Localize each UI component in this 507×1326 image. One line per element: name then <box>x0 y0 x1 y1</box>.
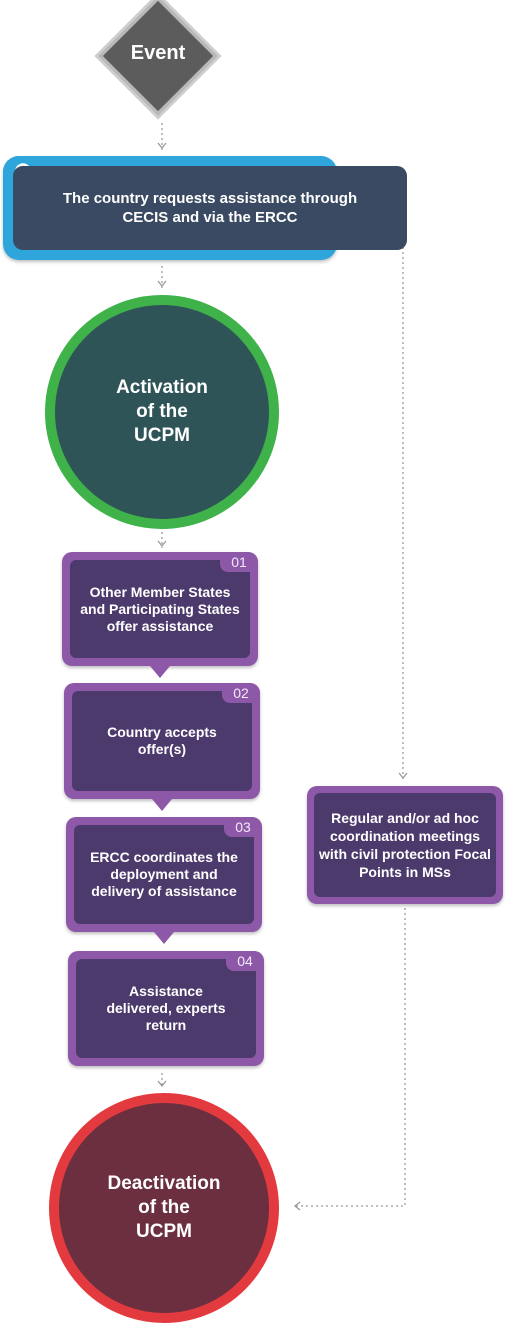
event-label: Event <box>130 42 186 64</box>
step-01-box: Other Member States and Participating St… <box>62 552 258 678</box>
activation-circle: Activation of the UCPM <box>45 295 279 529</box>
activation-line-3: UCPM <box>134 425 190 446</box>
activation-label: Activation of the UCPM <box>116 376 208 448</box>
step-03-pointer <box>154 932 174 944</box>
deactivation-line-2: of the <box>138 1197 190 1218</box>
step-02-number: 02 <box>222 683 260 703</box>
step-01-number: 01 <box>220 552 258 572</box>
deactivation-circle: Deactivation of the UCPM <box>49 1093 279 1323</box>
deactivation-label: Deactivation of the UCPM <box>108 1172 221 1244</box>
step-04-box: Assistance delivered, experts return 04 <box>68 951 264 1066</box>
step-01-pointer <box>150 666 170 678</box>
step-04-text: Assistance delivered, experts return <box>76 959 256 1058</box>
deactivation-line-1: Deactivation <box>107 1173 221 1194</box>
deactivation-line-3: UCPM <box>136 1221 192 1242</box>
step-02-box: Country accepts offer(s) 02 <box>64 683 260 811</box>
activation-line-1: Activation <box>116 377 208 398</box>
arrowhead-left-deactivation <box>293 1201 301 1211</box>
step-03-number: 03 <box>224 817 262 837</box>
arrowhead-down-coordination <box>398 772 408 780</box>
connector-coordination-to-deactivation <box>295 908 406 1207</box>
arrowhead-down-1 <box>157 142 167 150</box>
request-text: The country requests assistance through … <box>13 166 407 250</box>
step-03-text: ERCC coordinates the deployment and deli… <box>74 825 254 924</box>
coordination-box: Regular and/or ad hoc coordination meeti… <box>307 786 503 904</box>
step-01-text: Other Member States and Participating St… <box>70 560 250 658</box>
coordination-text: Regular and/or ad hoc coordination meeti… <box>314 793 496 897</box>
step-03-box: ERCC coordinates the deployment and deli… <box>66 817 262 944</box>
step-04-number: 04 <box>226 951 264 971</box>
activation-line-2: of the <box>136 401 188 422</box>
connector-request-to-coordination <box>341 203 404 780</box>
arrowhead-down-2 <box>157 280 167 288</box>
step-02-pointer <box>152 799 172 811</box>
step-02-text: Country accepts offer(s) <box>72 691 252 791</box>
arrowhead-down-4 <box>157 1080 167 1088</box>
arrowhead-down-3 <box>157 540 167 548</box>
